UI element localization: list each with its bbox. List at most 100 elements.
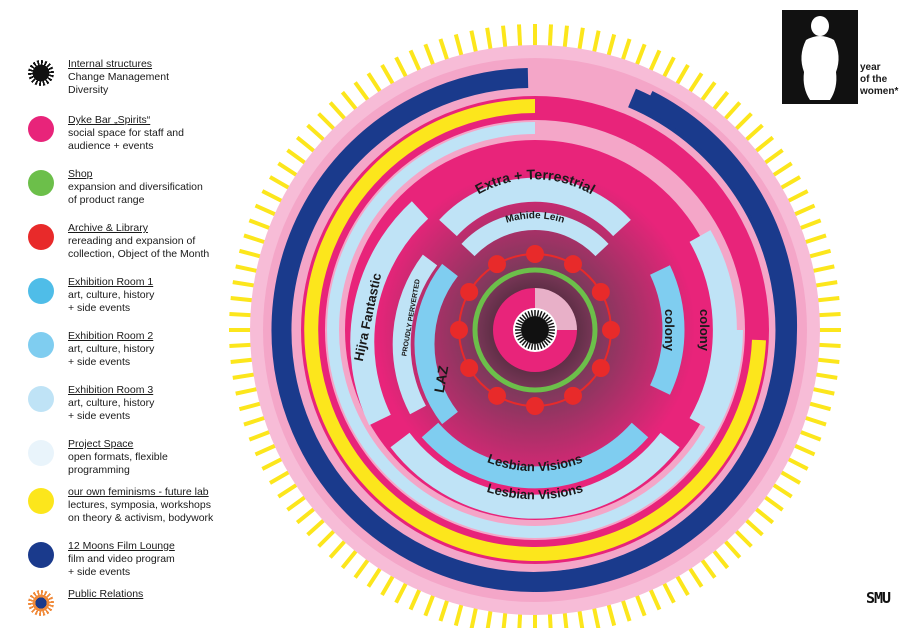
legend-desc: Change Management Diversity: [68, 71, 169, 96]
legend-title: 12 Moons Film Lounge: [68, 540, 175, 552]
center-ray: [519, 338, 525, 344]
archive-dot: [460, 359, 479, 377]
legend-title: Public Relations: [68, 588, 144, 600]
center-ray: [547, 322, 555, 326]
center-ray: [548, 325, 555, 329]
legend-title: Internal structures: [68, 58, 153, 70]
center-ray: [515, 331, 522, 335]
legend-desc: social space for staff and audience + ev…: [68, 127, 184, 152]
legend-title: Exhibition Room 2: [68, 330, 154, 342]
mahide-lein-arc: [461, 212, 609, 257]
center-ray: [524, 341, 529, 348]
legend-title: our own feminisms - future lab: [68, 486, 209, 498]
label-laz: LAZ: [431, 364, 452, 394]
red-dot-icon: [28, 224, 54, 250]
legend-title: Project Space: [68, 438, 134, 450]
archive-dot: [602, 321, 620, 339]
pale-blue-dot-icon: [28, 386, 54, 412]
legend-desc: art, culture, history + side events: [68, 289, 155, 314]
center-ray: [527, 342, 531, 350]
legend-title: Shop: [68, 168, 93, 180]
archive-dot: [564, 255, 582, 274]
shop-ring: [472, 267, 598, 393]
archive-dot: [460, 283, 479, 301]
center-sunburst-icon: [515, 310, 555, 350]
black-sunburst-icon: [28, 60, 54, 86]
very-pale-blue-dot-icon: [28, 440, 54, 466]
center-black-core: [521, 316, 549, 344]
center-ray: [546, 336, 553, 341]
legend-desc: open formats, flexible programming: [68, 451, 168, 476]
legend-desc: expansion and diversification of product…: [68, 181, 203, 206]
archive-dot: [591, 283, 610, 301]
lesbian-visions-outer-arc: [390, 432, 680, 519]
center-ray: [515, 334, 523, 338]
logo: SMU: [866, 589, 891, 607]
center-ray: [515, 322, 523, 326]
archive-dot: [526, 397, 544, 415]
archive-dot: [591, 359, 610, 377]
legend-desc: lectures, symposia, workshops on theory …: [68, 499, 214, 524]
hijra-arc: [350, 201, 429, 426]
yellow-dot-icon: [28, 488, 54, 514]
orange-sunburst-icon: [28, 590, 54, 616]
center-ray: [519, 316, 525, 322]
woman-silhouette-icon: [782, 10, 858, 104]
label-colony-inner: colony: [662, 309, 677, 352]
laz-arc: [414, 263, 459, 425]
pale-blue-ring-exhibition-3: [327, 122, 743, 538]
archive-dot: [564, 386, 582, 405]
center-ray: [539, 342, 543, 350]
legend-desc: art, culture, history + side events: [68, 343, 155, 368]
center-ray: [545, 316, 551, 322]
legend-desc: film and video program + side events: [68, 553, 175, 578]
center-ray: [541, 312, 546, 319]
center-ray: [530, 310, 534, 317]
archive-dot: [488, 386, 506, 405]
center-ray: [539, 310, 543, 318]
center-ray: [545, 338, 551, 344]
center-ray: [517, 336, 524, 341]
year-of-the-women-label: year of the women*: [860, 62, 899, 97]
blue-dot-icon: [28, 278, 54, 304]
center-ray: [521, 314, 527, 320]
navy-ring-right: [534, 91, 798, 592]
archive-dots: [450, 245, 620, 415]
center-ray: [517, 319, 524, 324]
center-ray: [524, 312, 529, 319]
legend-title: Dyke Bar „Spirits“: [68, 114, 151, 126]
center-ray: [536, 343, 540, 350]
archive-dot: [488, 255, 506, 274]
center-ray: [530, 343, 534, 350]
extra-terrestrial-arc: [439, 177, 631, 237]
legend-title: Exhibition Room 1: [68, 276, 154, 288]
center-ray: [543, 314, 549, 320]
center-ray: [521, 340, 527, 346]
archive-dot: [526, 245, 544, 263]
center-ray: [527, 310, 531, 318]
colony-outer-arc: [689, 230, 737, 430]
legend-title: Archive & Library: [68, 222, 148, 234]
yellow-ring-future-lab: [304, 99, 766, 561]
center-ray: [548, 331, 555, 335]
center-ray: [546, 319, 553, 324]
archive-dot: [450, 321, 468, 339]
legend-title: Exhibition Room 3: [68, 384, 154, 396]
green-dot-icon: [28, 170, 54, 196]
center-ray: [541, 341, 546, 348]
navy-dot-icon: [28, 542, 54, 568]
center-ray: [543, 340, 549, 346]
center-ray: [515, 325, 522, 329]
legend-desc: art, culture, history + side events: [68, 397, 155, 422]
colony-inner-arc: [649, 265, 685, 395]
legend-desc: rereading and expansion of collection, O…: [68, 235, 210, 260]
light-blue-dot-icon: [28, 332, 54, 358]
lesbian-visions-inner-arc: [421, 422, 649, 489]
proudly-perverted-arc: [392, 254, 438, 415]
center-ray: [547, 334, 555, 338]
label-colony-outer: colony: [697, 309, 712, 352]
pink-dot-icon: [28, 116, 54, 142]
center-ray: [536, 310, 540, 317]
label-lesbian-visions-outer: Lesbian Visions: [485, 480, 584, 502]
